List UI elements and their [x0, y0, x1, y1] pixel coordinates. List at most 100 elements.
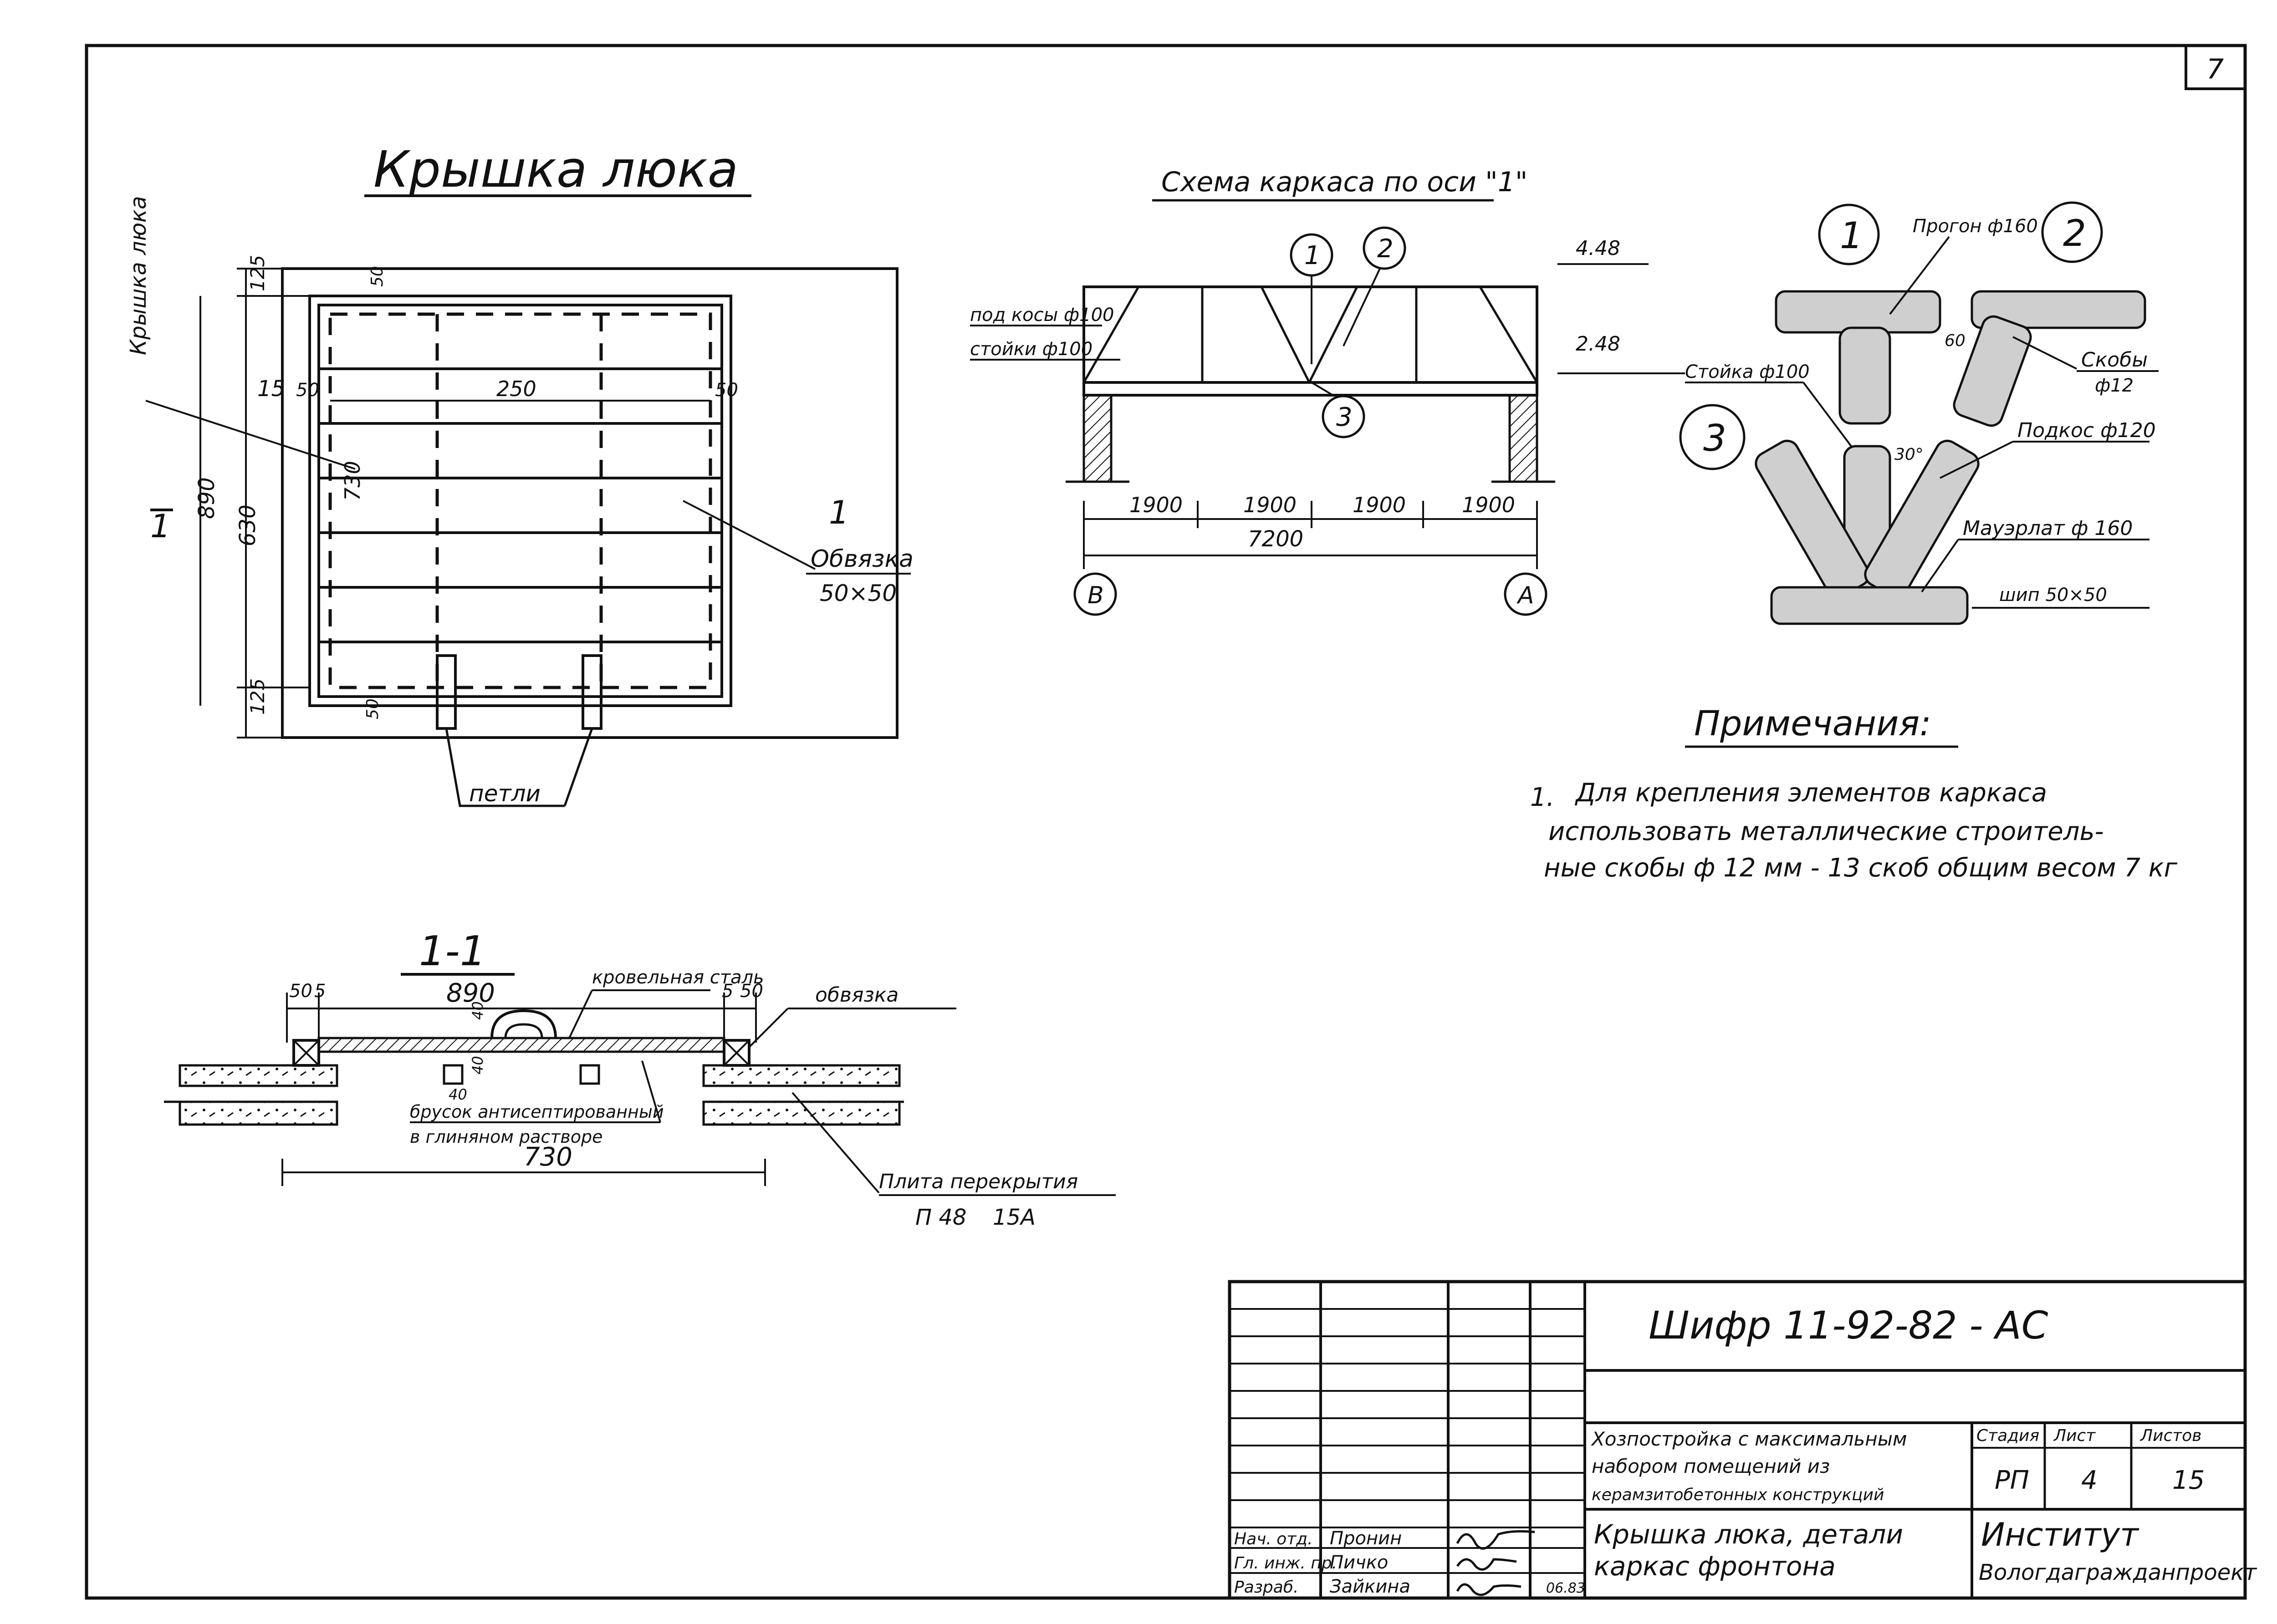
tb-name-3: Зайкина [1330, 1576, 1410, 1597]
section-title: 1-1 [419, 927, 486, 975]
axis-left: В [1087, 582, 1104, 609]
dim-50-top: 50 [368, 266, 387, 287]
wall-right [1508, 394, 1538, 483]
span-2: 1900 [1243, 493, 1297, 517]
notes-item-num: 1. [1530, 783, 1554, 812]
notes-line-3: ные скобы ф 12 мм - 13 скоб общим весом … [1544, 853, 2178, 883]
span-4: 1900 [1462, 493, 1515, 517]
notes-line-2: использовать металлические строитель- [1548, 817, 2104, 846]
sec-slab-mark-2: 15А [993, 1205, 1036, 1230]
tb-role-3: Разраб. [1234, 1578, 1298, 1597]
notes-title: Примечания: [1694, 703, 1931, 743]
node-details: 1 Прогон ф160 2 60 Скобы ф12 3 Стойка ф1… [1679, 201, 2159, 625]
sheet-number: 7 [2206, 53, 2224, 85]
batten-1 [443, 1064, 464, 1085]
dim-630: 630 [235, 504, 260, 546]
sec-brick-2: в глиняном растворе [410, 1127, 603, 1147]
node2-brace [1953, 315, 2032, 427]
node-purlin: Прогон ф160 [1913, 216, 2038, 237]
wall-left [1082, 394, 1113, 483]
signature-3 [1456, 1583, 1521, 1596]
node-angle: 30° [1894, 445, 1924, 464]
tb-role-2: Гл. инж. пр. [1234, 1554, 1337, 1573]
hatch-plan: Крышка люка петли 125 15 890 [126, 140, 914, 807]
node2-purlin [1971, 290, 2146, 329]
tb-h-stage: Стадия [1976, 1426, 2039, 1445]
tb-role-1: Нач. отд. [1234, 1530, 1313, 1548]
tb-sheet-title-1: Крышка люка, детали [1594, 1519, 1903, 1550]
node1-post [1838, 326, 1891, 425]
node-mark-3: 3 [1703, 417, 1726, 459]
frame-mark: 1 [829, 494, 849, 531]
sec-span: 730 [524, 1142, 572, 1172]
sec-dim-890: 890 [446, 978, 495, 1008]
node1-purlin [1775, 290, 1941, 334]
node-cramps: Скобы [2081, 348, 2148, 372]
title-block: Шифр 11-92-82 - АС Хозпостройка с максим… [1228, 1280, 2257, 1600]
slab-top-left [179, 1064, 338, 1087]
frame-scheme-title: Схема каркаса по оси "1" [1161, 166, 1528, 198]
node-mark-2: 2 [2063, 212, 2086, 255]
frame-right [723, 1039, 750, 1067]
signature-2 [1456, 1558, 1517, 1571]
node-post: Стойка ф100 [1685, 361, 1810, 382]
batten-2 [579, 1064, 600, 1085]
tb-org-2: Вологдагражданпроект [1979, 1560, 2257, 1585]
sec-dim-50-left: 50 [289, 981, 312, 1002]
scheme-node-3: 3 [1336, 402, 1353, 432]
tb-sheet-no: 4 [2081, 1466, 2098, 1495]
dim-50-right: 50 [715, 380, 738, 401]
hatch-side-label: Крышка люка [126, 196, 151, 355]
total-span: 7200 [1248, 526, 1303, 552]
node-mauerlat: Мауэрлат ф 160 [1963, 517, 2133, 540]
sec-dim-h2: 40 [469, 1056, 486, 1074]
tb-name-2: Пичко [1330, 1552, 1388, 1573]
signature-1 [1456, 1530, 1535, 1550]
axis-right: А [1516, 582, 1534, 609]
sec-slab: Плита перекрытия [879, 1170, 1078, 1193]
sec-slab-mark: П 48 [915, 1205, 966, 1230]
slab-top-right [702, 1064, 901, 1087]
tb-sheet-title-2: каркас фронтона [1594, 1551, 1836, 1582]
level-top: 4.48 [1576, 237, 1620, 260]
sec-dim-5-right: 5 [722, 981, 733, 1002]
sec-dim-h1: 40 [469, 1001, 486, 1020]
scheme-node-1: 1 [1304, 241, 1321, 270]
tb-name-1: Пронин [1330, 1528, 1402, 1549]
node3-mauerlat [1770, 586, 1969, 625]
handle [490, 1009, 557, 1039]
tb-h-sheet: Лист [2053, 1426, 2096, 1445]
hatch-board [317, 1037, 725, 1053]
tb-project-1: Хозпостройка с максимальным [1591, 1428, 1907, 1450]
hinge-left [436, 654, 457, 730]
node-tenon: шип 50×50 [1999, 585, 2107, 606]
tb-project-2: набором помещений из [1592, 1455, 1830, 1477]
span-1: 1900 [1129, 493, 1183, 517]
node-brace: Подкос ф120 [2017, 419, 2156, 442]
sec-roofing: кровельная сталь [592, 967, 764, 988]
frame-left [292, 1039, 320, 1067]
section-mark-left: 1 [150, 508, 171, 545]
frame-scheme: Схема каркаса по оси "1" под косы ф100 с… [970, 166, 1685, 616]
slab-bottom-left [179, 1100, 338, 1126]
frame-label: Обвязка [811, 545, 914, 573]
notes: Примечания: 1. Для крепления элементов к… [1530, 703, 2178, 883]
slab-bottom-right [702, 1100, 901, 1126]
tb-code: Шифр 11-92-82 - АС [1649, 1303, 2048, 1348]
dim-250: 250 [496, 377, 536, 401]
dim-50-left: 50 [296, 380, 319, 401]
hinge-right [582, 654, 602, 730]
sec-dim-h3: 40 [449, 1086, 467, 1103]
node-angle-60: 60 [1945, 331, 1966, 350]
level-bottom: 2.48 [1576, 332, 1620, 356]
sheet-number-box [2185, 44, 2246, 90]
label-posts: стойки ф100 [970, 339, 1093, 360]
sheet-border [85, 44, 2247, 1600]
span-3: 1900 [1353, 493, 1406, 517]
label-purlin: под косы ф100 [970, 305, 1114, 326]
tb-org-1: Институт [1981, 1516, 2139, 1553]
node-cramps-d: ф12 [2095, 375, 2134, 396]
sec-frame: обвязка [815, 983, 899, 1007]
tb-sheets: 15 [2172, 1466, 2205, 1495]
